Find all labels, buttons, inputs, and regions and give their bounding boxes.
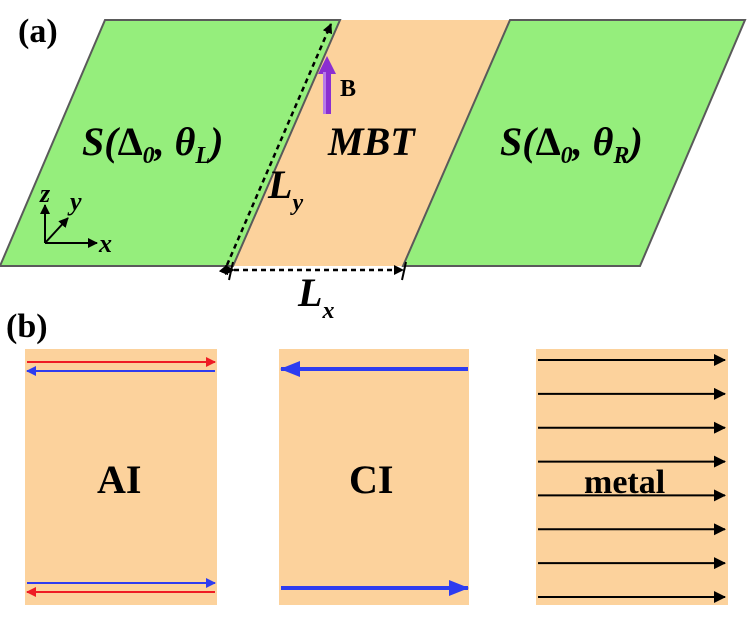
lx-label: Lx (297, 270, 334, 324)
bulk-channels (538, 354, 726, 603)
right-region-label: S(Δ0, θR) (500, 119, 643, 169)
ai-phase-panel (25, 349, 217, 605)
axis-x-label: x (98, 229, 112, 258)
panel-a-label: (a) (18, 13, 58, 50)
right-superconductor-region (401, 19, 747, 267)
up-arrow-icon (318, 56, 336, 114)
coordinate-axes (40, 204, 98, 248)
mbt-label: MBT (327, 119, 416, 164)
ly-label: Ly (267, 162, 303, 216)
lx-tick-left (228, 261, 234, 281)
ci-label: CI (349, 457, 393, 502)
metal-phase-panel (536, 349, 728, 605)
ly-dimension-line (218, 23, 333, 276)
ai-label: AI (97, 457, 141, 502)
metal-label: metal (584, 464, 665, 501)
field-label: B (340, 76, 356, 102)
axis-z-label: z (39, 179, 51, 208)
axis-y-label: y (67, 187, 82, 216)
ci-phase-panel (279, 349, 469, 605)
left-region-label: S(Δ0, θL) (82, 119, 223, 169)
lx-tick-right (401, 261, 407, 281)
panel-b-label: (b) (6, 308, 48, 345)
